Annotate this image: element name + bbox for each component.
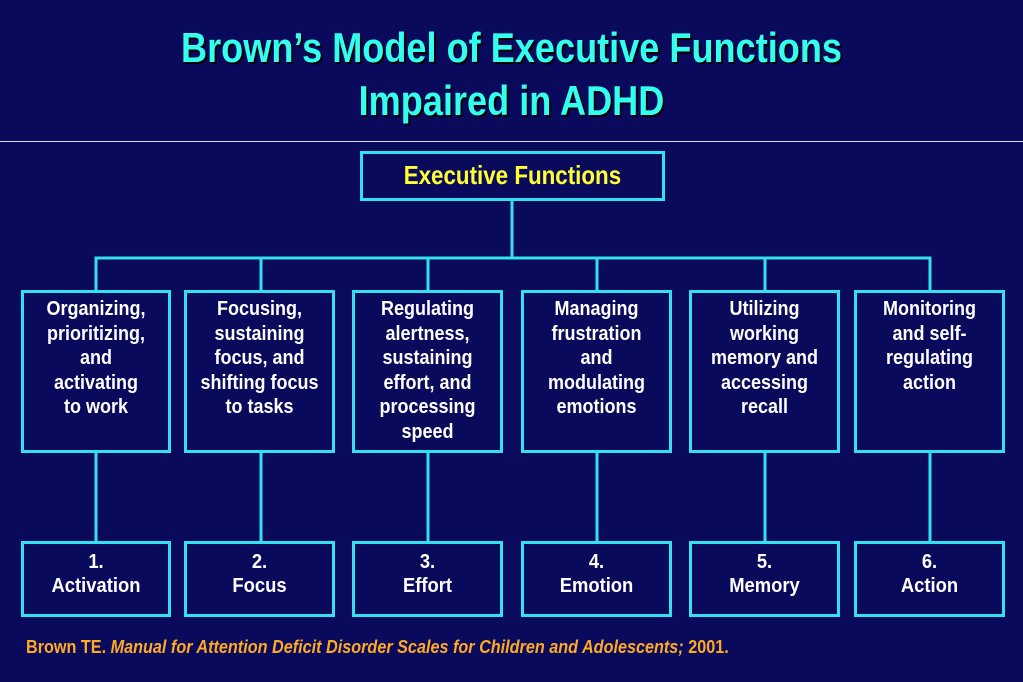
- function-line: Regulating: [380, 298, 475, 320]
- result-label: Focus: [232, 575, 287, 597]
- function-line: Managing: [554, 298, 639, 320]
- result-label: Action: [900, 575, 959, 597]
- function-line: Monitoring: [883, 298, 976, 320]
- function-line: Organizing,: [46, 298, 146, 320]
- result-box-emotion: 4. Emotion: [521, 541, 672, 617]
- function-line: sustaining: [382, 347, 473, 369]
- function-box-monitoring: Monitoring and self- regulating action: [854, 290, 1005, 453]
- function-line: and: [79, 347, 113, 369]
- function-line: effort, and: [383, 371, 472, 394]
- result-label: Activation: [51, 575, 141, 597]
- title-divider: [0, 141, 1023, 142]
- function-line: recall: [740, 396, 789, 418]
- function-line: frustration: [551, 322, 642, 345]
- function-line: memory and: [710, 347, 819, 369]
- function-line: Utilizing: [729, 298, 800, 320]
- result-label: Emotion: [559, 575, 634, 597]
- title-line-2: Impaired in ADHD: [358, 77, 665, 124]
- function-line: Focusing,: [216, 298, 302, 320]
- result-box-activation: 1. Activation: [21, 541, 171, 617]
- function-line: sustaining: [214, 322, 305, 345]
- result-box-action: 6. Action: [854, 541, 1005, 617]
- citation: Brown TE. Manual for Attention Deficit D…: [26, 636, 729, 658]
- function-line: action: [902, 371, 957, 394]
- function-line: and: [580, 347, 613, 369]
- result-number: 3.: [419, 551, 436, 573]
- function-line: to work: [63, 396, 129, 418]
- citation-author: Brown TE.: [26, 637, 107, 657]
- result-number: 2.: [251, 551, 268, 573]
- executive-functions-box: Executive Functions: [360, 151, 665, 201]
- function-box-organizing: Organizing, prioritizing, and activating…: [21, 290, 171, 453]
- citation-year: 2001.: [688, 637, 729, 657]
- result-number: 5.: [756, 551, 773, 573]
- result-box-effort: 3. Effort: [352, 541, 503, 617]
- executive-functions-label: Executive Functions: [403, 160, 622, 190]
- result-label: Memory: [729, 575, 800, 597]
- function-box-regulating: Regulating alertness, sustaining effort,…: [352, 290, 503, 453]
- function-line: focus, and: [214, 347, 305, 369]
- result-number: 6.: [921, 551, 938, 573]
- function-line: processing: [379, 396, 476, 418]
- function-line: speed: [401, 420, 454, 443]
- function-line: shifting focus: [200, 371, 319, 394]
- function-line: accessing: [720, 371, 809, 394]
- function-line: to tasks: [225, 396, 294, 418]
- result-number: 1.: [88, 551, 104, 573]
- function-line: prioritizing,: [46, 322, 145, 345]
- function-line: working: [729, 322, 799, 345]
- function-line: and self-: [892, 322, 967, 345]
- result-box-memory: 5. Memory: [689, 541, 840, 617]
- function-line: modulating: [547, 371, 645, 394]
- function-box-utilizing: Utilizing working memory and accessing r…: [689, 290, 840, 453]
- citation-work: Manual for Attention Deficit Disorder Sc…: [110, 637, 684, 657]
- result-number: 4.: [588, 551, 605, 573]
- result-box-focus: 2. Focus: [184, 541, 335, 617]
- function-line: activating: [53, 371, 139, 394]
- function-box-managing: Managing frustration and modulating emot…: [521, 290, 672, 453]
- function-box-focusing: Focusing, sustaining focus, and shifting…: [184, 290, 335, 453]
- function-line: alertness,: [385, 322, 470, 345]
- result-label: Effort: [402, 575, 453, 597]
- function-line: regulating: [885, 347, 973, 369]
- function-line: emotions: [556, 396, 637, 418]
- title-line-1: Brown’s Model of Executive Functions: [181, 24, 842, 71]
